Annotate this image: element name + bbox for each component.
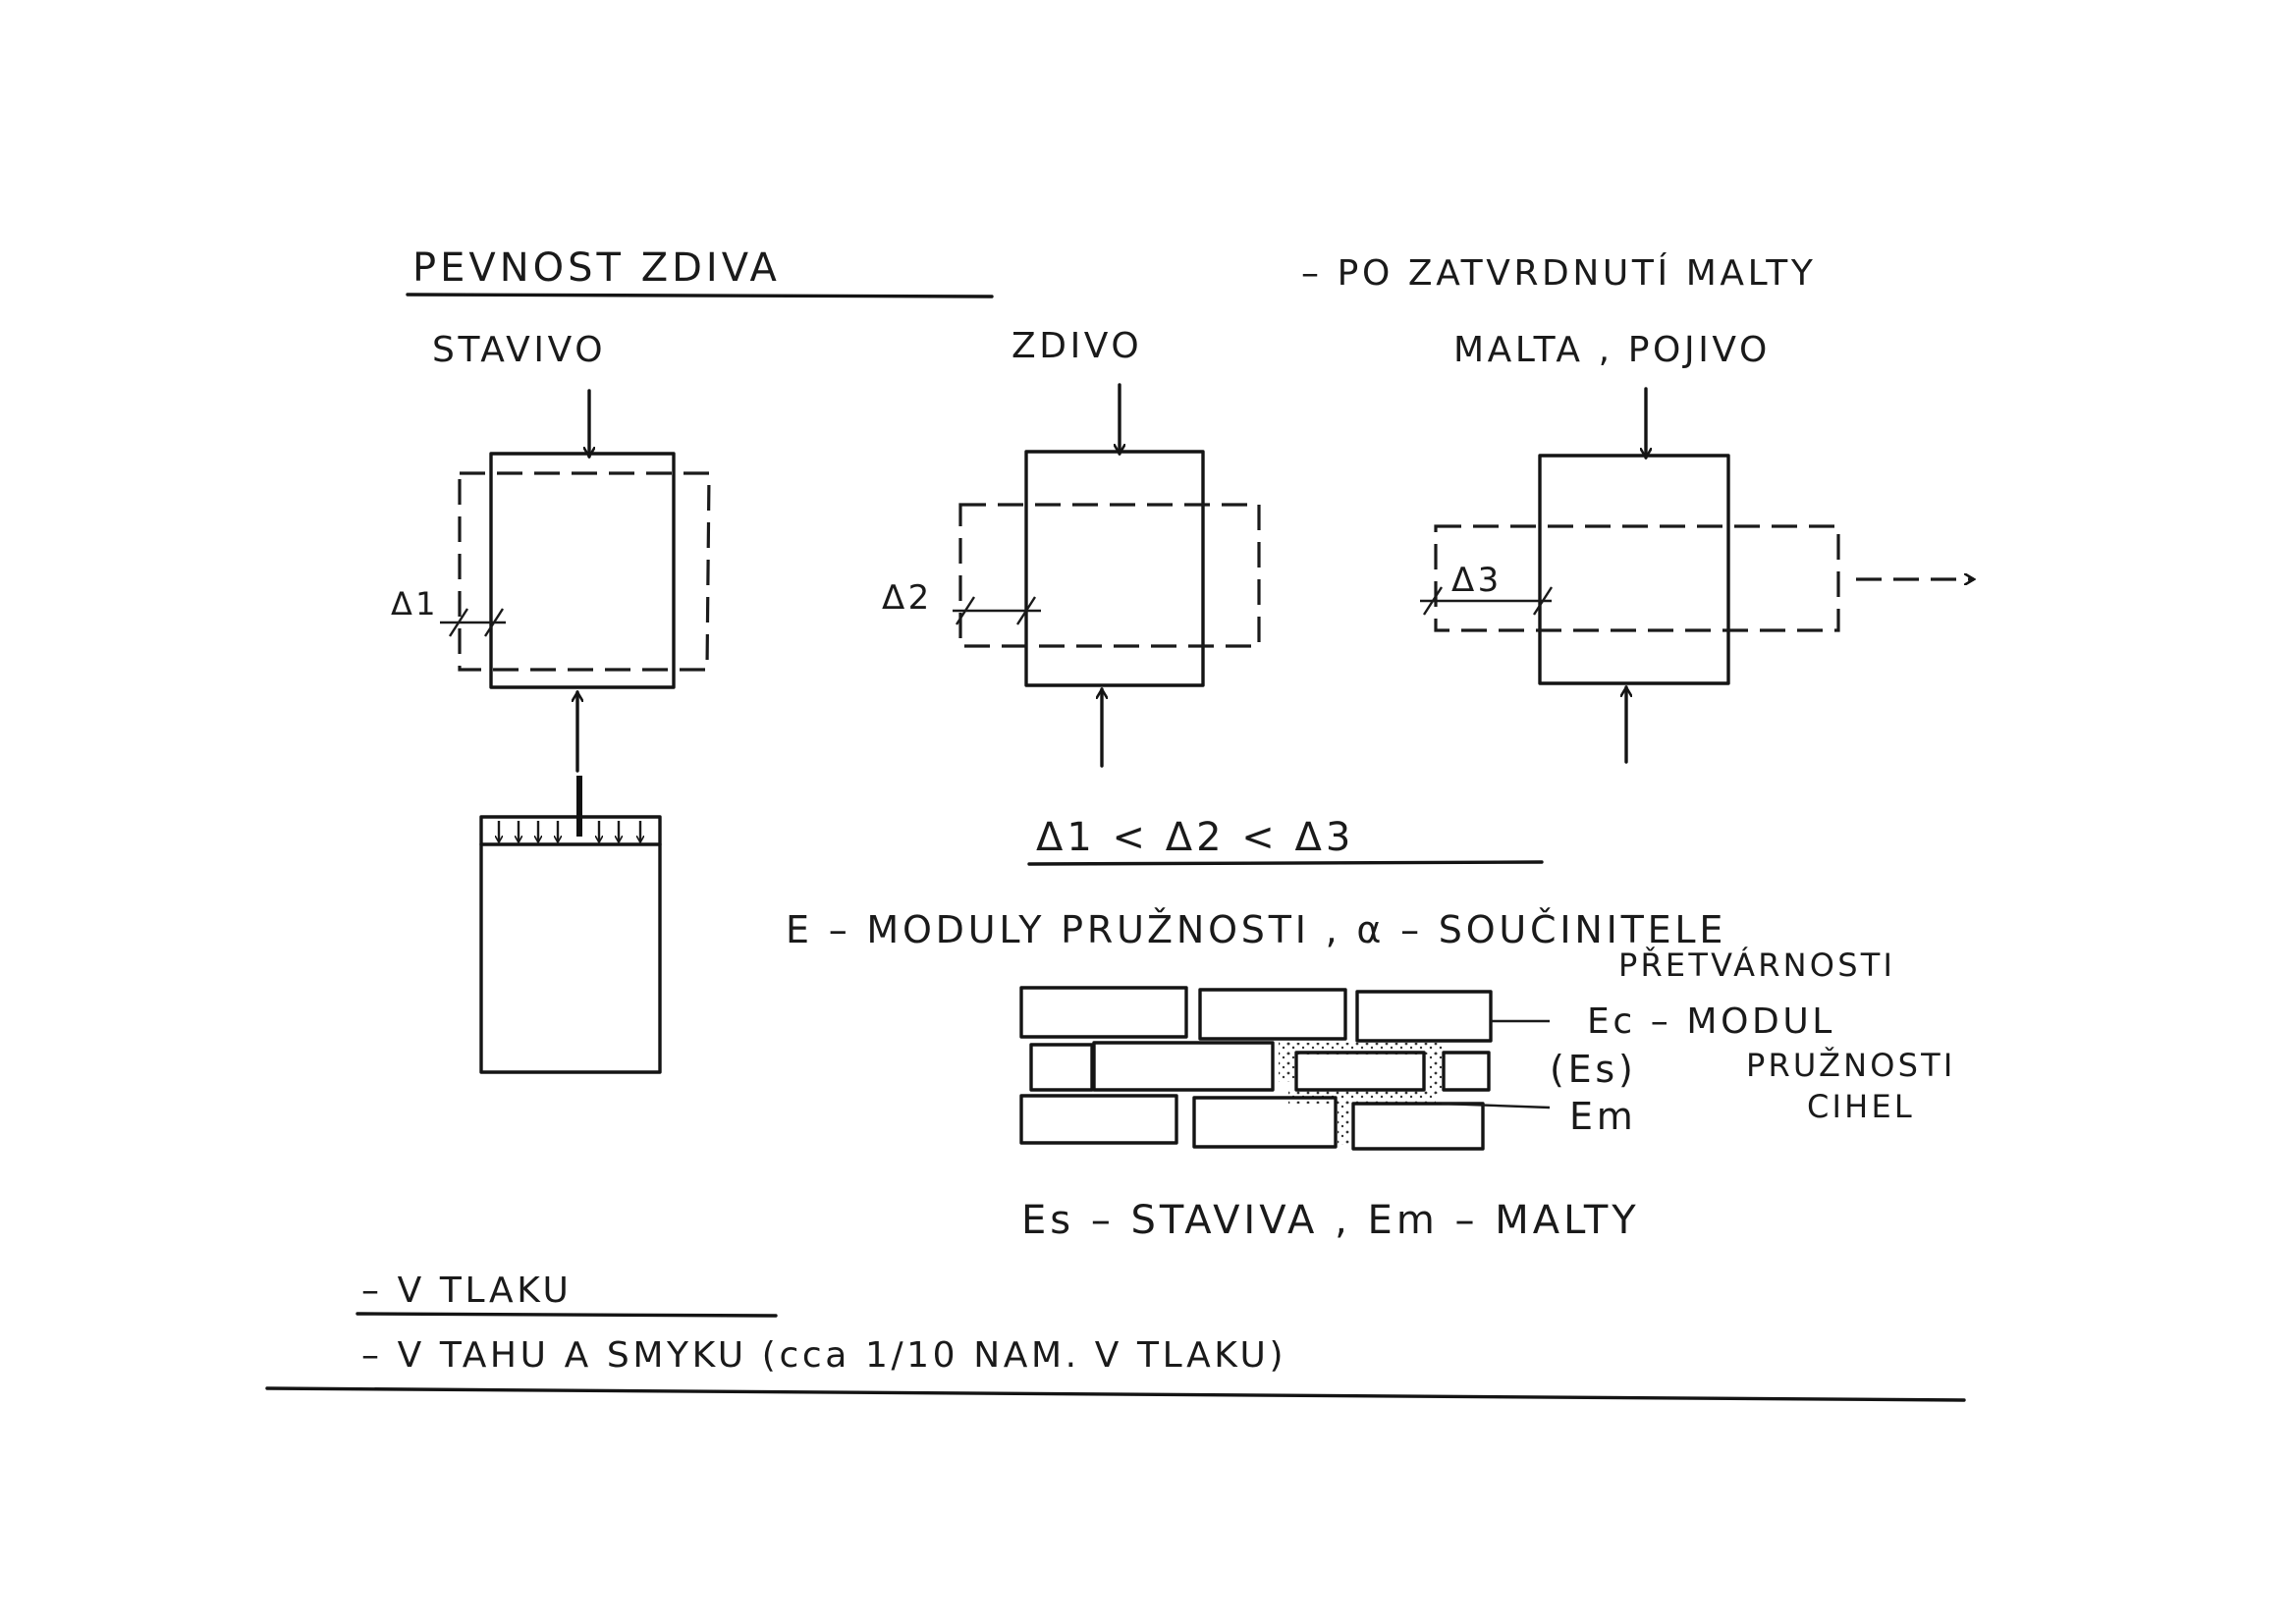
moduli-legend: Es – STAVIVA , Em – MALTY [1021,1198,1640,1243]
delta-tick-1 [955,596,976,625]
brick [1092,1041,1275,1092]
brick [1355,990,1493,1043]
bottom-notes: – V TLAKU – V TAHU A SMYKU (cca 1/10 NAM… [265,1271,1966,1402]
masonry-sketch: Ec – MODUL (Es) PRUŽNOSTI CIHEL Em [1019,986,1956,1151]
brick [1442,1051,1491,1092]
mortar-joint [1288,1090,1436,1104]
mortar-joint [1338,1096,1349,1145]
label-cihel: CIHEL [1807,1088,1915,1125]
inequality-text: Δ1 < Δ2 < Δ3 [1036,815,1354,860]
delta-3-label: Δ3 [1451,561,1503,600]
moduli-line-1: E – MODULY PRUŽNOSTI , α – SOUČINITELE [786,908,1726,951]
deformed-outline [958,503,1261,648]
note-compression: – V TLAKU [361,1271,572,1311]
page-title: PEVNOST ZDIVA [412,245,781,291]
delta-tick-2 [483,608,505,637]
brick [1351,1102,1485,1151]
page-subtitle: – PO ZATVRDNUTÍ MALTY [1301,252,1816,294]
mortar-joint [1428,1047,1442,1094]
title-underline [406,293,994,298]
label-em: Em [1569,1095,1637,1138]
deformed-outline [458,471,711,672]
inequality-underline [1027,860,1544,866]
brick [1294,1051,1426,1092]
panel-malta: MALTA , POJIVO Δ3 [1420,330,1974,764]
initial-block [489,452,676,689]
panel-stavivo-label: STAVIVO [432,330,606,370]
moduli-description: E – MODULY PRUŽNOSTI , α – SOUČINITELE P… [786,908,1895,984]
delta-tick-2 [1532,586,1554,616]
panel-malta-label: MALTA , POJIVO [1453,330,1771,370]
delta-tick-1 [1422,586,1444,616]
note-tension-shear: – V TAHU A SMYKU (cca 1/10 NAM. V TLAKU) [361,1335,1286,1376]
brick [1198,988,1347,1041]
brick [1192,1096,1338,1149]
label-ec-modul: Ec – MODUL [1587,1001,1835,1042]
initial-block [1024,450,1205,687]
distributed-load-arrows [499,821,640,842]
initial-block [1538,454,1730,685]
note-compression-underline [355,1312,778,1318]
header: PEVNOST ZDIVA – PO ZATVRDNUTÍ MALTY [406,245,1816,298]
delta-1-label: Δ1 [391,585,439,622]
delta-2-label: Δ2 [882,578,933,618]
delta-tick-1 [448,608,469,637]
brick [1019,1094,1178,1145]
moduli-line-2: PŘETVÁRNOSTI [1618,947,1895,984]
label-pruznosti: PRUŽNOSTI [1746,1047,1956,1084]
panel-zdivo: ZDIVO Δ2 [882,326,1261,768]
leader-em [1441,1102,1551,1109]
deformation-inequality: Δ1 < Δ2 < Δ3 [1027,815,1544,866]
panel-zdivo-label: ZDIVO [1011,326,1142,366]
panel-stavivo: STAVIVO Δ1 [391,330,711,1074]
page-bottom-rule [265,1386,1966,1402]
loaded-specimen [479,776,662,1074]
delta-tick-2 [1015,596,1037,625]
specimen-block [479,815,662,1074]
brick [1019,986,1188,1039]
brick [1029,1043,1094,1092]
label-es: (Es) [1550,1048,1637,1091]
